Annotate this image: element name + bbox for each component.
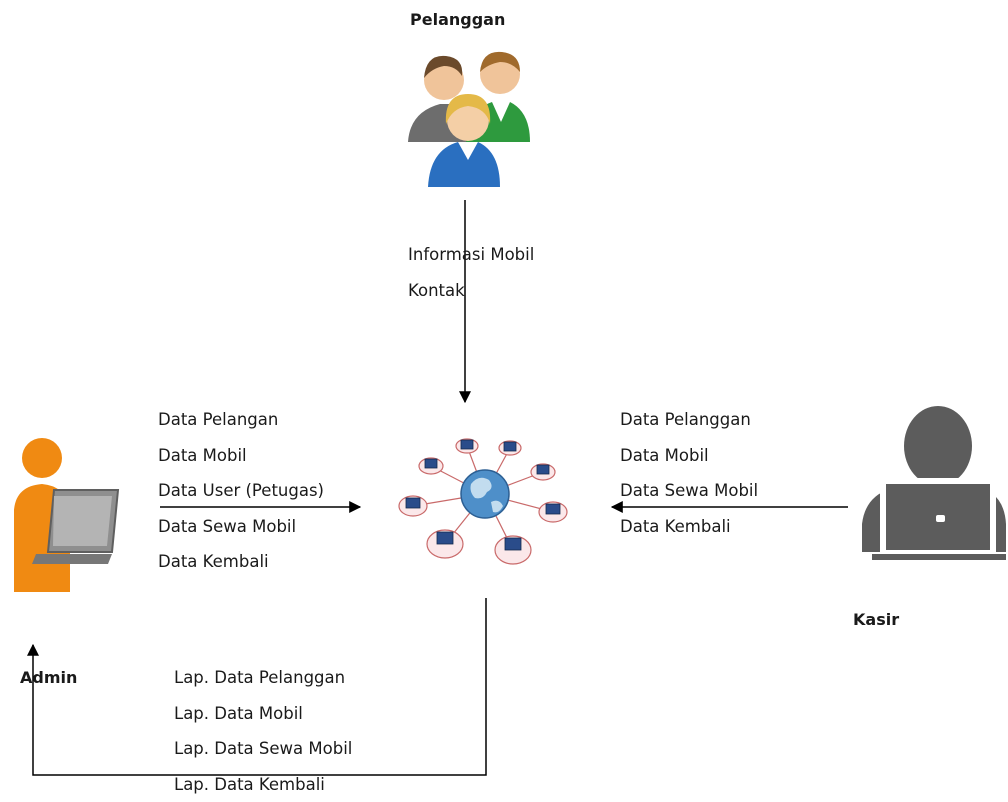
flow-system-to-admin: Lap. Data Pelanggan Lap. Data Mobil Lap.… [174,660,352,802]
flow-item: Data Pelanggan [620,402,758,438]
pelanggan-label: Pelanggan [410,10,505,29]
kasir-label: Kasir [853,610,899,629]
flow-item: Data Mobil [620,438,758,474]
flow-item: Data Kembali [620,509,758,545]
flow-item: Data Mobil [158,438,324,474]
users-group-icon [400,42,535,190]
network-globe-icon [395,432,575,580]
flow-item: Data Sewa Mobil [620,473,758,509]
admin-label: Admin [20,668,77,687]
flow-item: Lap. Data Kembali [174,767,352,802]
flow-item: Data Sewa Mobil [158,509,324,545]
flow-kasir-to-system: Data Pelanggan Data Mobil Data Sewa Mobi… [620,402,758,544]
user-laptop-icon [850,402,1008,568]
flow-item: Lap. Data Pelanggan [174,660,352,696]
flow-item: Lap. Data Mobil [174,696,352,732]
flow-item: Data User (Petugas) [158,473,324,509]
flow-item: Kontak [408,273,534,309]
flow-item: Lap. Data Sewa Mobil [174,731,352,767]
admin-laptop-icon [8,432,120,600]
flow-item: Informasi Mobil [408,237,534,273]
flow-item: Data Pelangan [158,402,324,438]
flow-admin-to-system: Data Pelangan Data Mobil Data User (Petu… [158,402,324,580]
flow-item: Data Kembali [158,544,324,580]
flow-pelanggan-to-system: Informasi Mobil Kontak [408,237,534,308]
